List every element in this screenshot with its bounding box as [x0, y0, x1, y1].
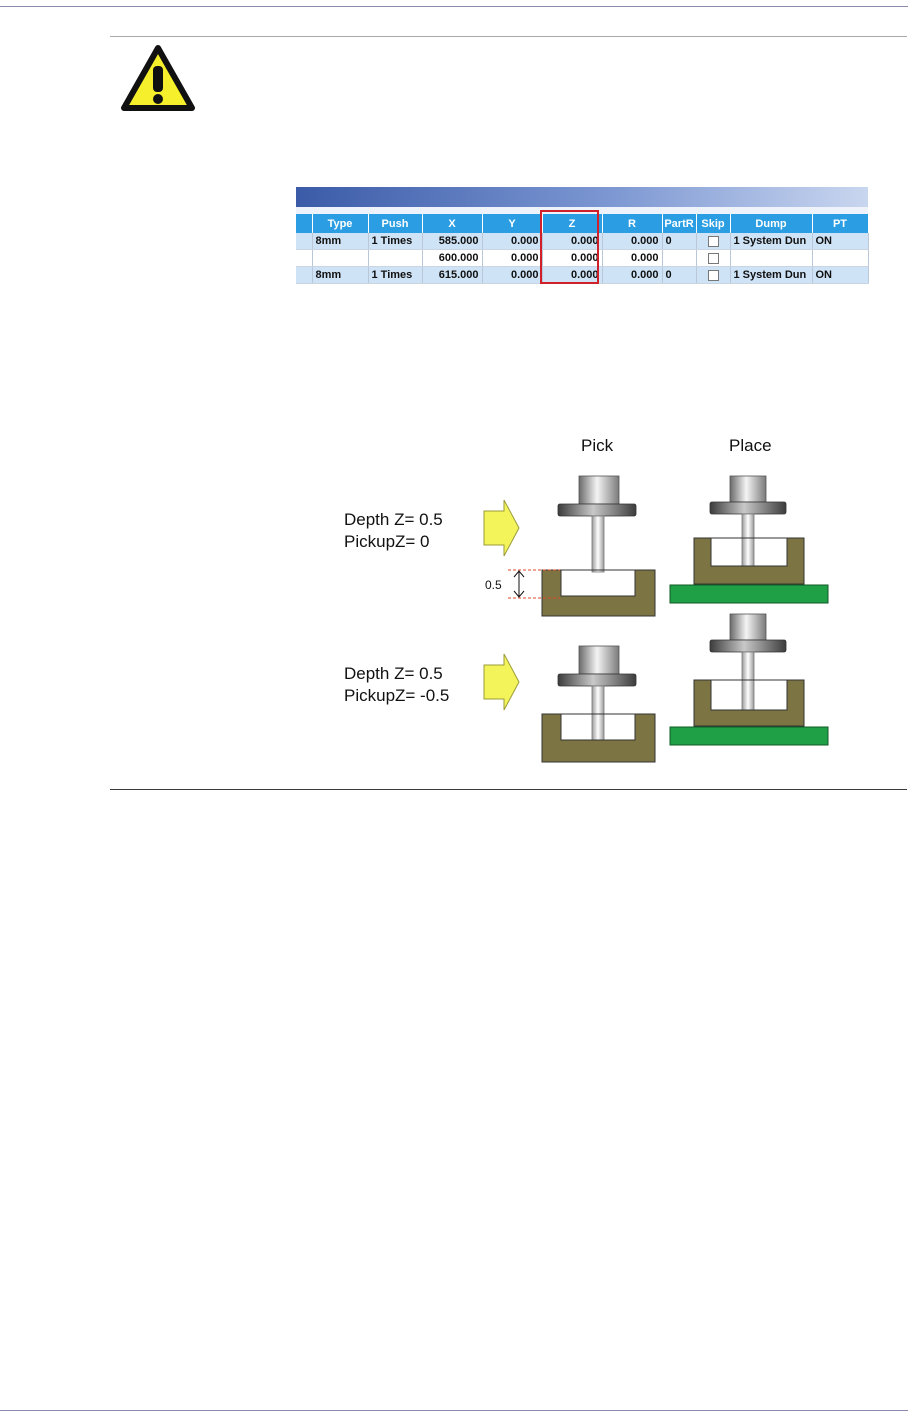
cell-pt[interactable]: ON — [812, 267, 868, 284]
cell-type[interactable]: 8mm — [312, 267, 368, 284]
case2-pick-nozzle — [558, 646, 636, 742]
cell-r[interactable]: 0.000 — [602, 233, 662, 250]
header-z[interactable]: Z — [542, 214, 602, 233]
case1-place-nozzle — [710, 476, 786, 566]
cell-x[interactable]: 600.000 — [422, 250, 482, 267]
table-row[interactable]: 8mm 1 Times 615.000 0.000 0.000 0.000 0 … — [296, 267, 868, 284]
cell-y[interactable]: 0.000 — [482, 267, 542, 284]
cell-type[interactable]: 8mm — [312, 233, 368, 250]
case1-arrow-icon — [484, 500, 519, 556]
case2-place-nozzle — [710, 614, 786, 710]
header-push[interactable]: Push — [368, 214, 422, 233]
skip-checkbox[interactable] — [708, 270, 719, 281]
dimension-label: 0.5 — [485, 578, 502, 592]
row-marker — [296, 233, 312, 250]
header-type[interactable]: Type — [312, 214, 368, 233]
cell-partr[interactable]: 0 — [662, 233, 696, 250]
grid-title-bar — [296, 187, 868, 207]
cell-pt[interactable] — [812, 250, 868, 267]
cell-pt[interactable]: ON — [812, 233, 868, 250]
case1-pickup-label: PickupZ= 0 — [344, 532, 430, 552]
case1-pick-nozzle — [558, 476, 636, 572]
cell-dump[interactable]: 1 System Dun — [730, 267, 812, 284]
place-column-label: Place — [729, 436, 772, 456]
header-pt[interactable]: PT — [812, 214, 868, 233]
page-top-rule — [0, 6, 908, 7]
header-r[interactable]: R — [602, 214, 662, 233]
header-spacer — [296, 214, 312, 233]
diagram-graphics — [330, 428, 840, 768]
cell-dump[interactable] — [730, 250, 812, 267]
cell-push[interactable] — [368, 250, 422, 267]
row-marker — [296, 267, 312, 284]
cell-x[interactable]: 585.000 — [422, 233, 482, 250]
cell-y[interactable]: 0.000 — [482, 250, 542, 267]
cell-skip[interactable] — [696, 233, 730, 250]
cell-partr[interactable] — [662, 250, 696, 267]
table-row[interactable]: 600.000 0.000 0.000 0.000 — [296, 250, 868, 267]
cell-skip[interactable] — [696, 250, 730, 267]
cell-z[interactable]: 0.000 — [542, 267, 602, 284]
case1-depth-label: Depth Z= 0.5 — [344, 510, 443, 530]
header-partr[interactable]: PartR — [662, 214, 696, 233]
cell-y[interactable]: 0.000 — [482, 233, 542, 250]
case2-arrow-icon — [484, 654, 519, 710]
cell-r[interactable]: 0.000 — [602, 267, 662, 284]
header-x[interactable]: X — [422, 214, 482, 233]
skip-checkbox[interactable] — [708, 236, 719, 247]
cell-r[interactable]: 0.000 — [602, 250, 662, 267]
cell-z[interactable]: 0.000 — [542, 233, 602, 250]
case1-place-board — [670, 585, 828, 603]
warning-top-rule — [110, 36, 907, 37]
grid-toolbar-strip — [296, 207, 868, 214]
table-row[interactable]: 8mm 1 Times 585.000 0.000 0.000 0.000 0 … — [296, 233, 868, 250]
case2-pickup-label: PickupZ= -0.5 — [344, 686, 449, 706]
cell-type[interactable] — [312, 250, 368, 267]
case2-depth-label: Depth Z= 0.5 — [344, 664, 443, 684]
table-header-row: Type Push X Y Z R PartR Skip Dump PT — [296, 214, 868, 233]
header-dump[interactable]: Dump — [730, 214, 812, 233]
cell-partr[interactable]: 0 — [662, 267, 696, 284]
case1-pick-tray — [542, 570, 655, 616]
row-marker — [296, 250, 312, 267]
cell-x[interactable]: 615.000 — [422, 267, 482, 284]
header-skip[interactable]: Skip — [696, 214, 730, 233]
warning-bottom-rule — [110, 789, 907, 790]
pick-column-label: Pick — [581, 436, 613, 456]
placement-table: Type Push X Y Z R PartR Skip Dump PT 8mm… — [296, 214, 869, 284]
warning-icon — [120, 44, 196, 112]
cell-push[interactable]: 1 Times — [368, 233, 422, 250]
page-bottom-rule — [0, 1410, 908, 1411]
cell-skip[interactable] — [696, 267, 730, 284]
case2-place-board — [670, 727, 828, 745]
skip-checkbox[interactable] — [708, 253, 719, 264]
cell-dump[interactable]: 1 System Dun — [730, 233, 812, 250]
pick-place-depth-diagram: Pick Place Depth Z= 0.5 PickupZ= 0 0.5 D… — [330, 428, 840, 768]
cell-z[interactable]: 0.000 — [542, 250, 602, 267]
placement-grid-screenshot: Type Push X Y Z R PartR Skip Dump PT 8mm… — [296, 187, 868, 285]
header-y[interactable]: Y — [482, 214, 542, 233]
cell-push[interactable]: 1 Times — [368, 267, 422, 284]
